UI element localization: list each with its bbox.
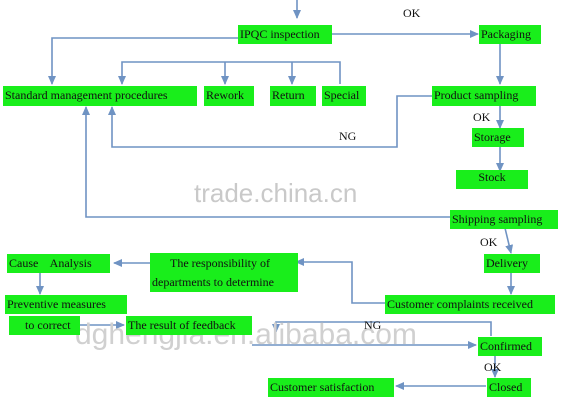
node-confirmed: Confirmed <box>478 337 542 356</box>
node-responsibility-of-departments: The responsibility of departments to det… <box>150 253 298 292</box>
node-result-of-feedback: The result of feedback <box>126 316 252 335</box>
node-preventive-to-correct: to correct <box>9 316 80 335</box>
node-packaging: Packaging <box>479 25 541 44</box>
edge-label-ok-delivery: OK <box>480 235 498 249</box>
node-shipping-sampling: Shipping sampling <box>450 210 558 229</box>
edge-label-ok-storage: OK <box>473 110 491 124</box>
arrow-ipqc-to-standard <box>48 37 238 85</box>
node-ipqc-inspection: IPQC inspection <box>238 25 332 44</box>
node-standard-management-procedures: Standard management procedures <box>3 86 197 106</box>
watermark-center: trade.china.cn <box>194 178 358 208</box>
arrow-complaints-to-responsibility <box>295 258 385 304</box>
node-responsibility-line2: departments to determine <box>152 275 274 289</box>
node-storage: Storage <box>472 128 524 147</box>
node-cause-analysis: Cause Analysis <box>7 254 110 273</box>
node-return: Return <box>270 86 316 106</box>
edge-label-ok-closed: OK <box>484 360 502 374</box>
arrow-shipping-to-standard <box>82 106 450 218</box>
node-stock: Stock <box>456 170 528 189</box>
arrow-sampling-ng-to-standard <box>108 95 432 148</box>
node-special: Special <box>322 86 366 106</box>
edge-label-ng-upper: NG <box>339 129 357 143</box>
node-customer-satisfaction: Customer satisfaction <box>268 378 394 397</box>
node-product-sampling: Product sampling <box>432 86 536 106</box>
arrow-branch-bar <box>118 61 341 85</box>
node-preventive-measures: Preventive measures <box>5 295 127 314</box>
node-delivery: Delivery <box>484 254 540 273</box>
arrow-shipping-to-delivery <box>504 227 514 254</box>
node-responsibility-line1: The responsibility of <box>170 256 270 270</box>
edge-label-ok-top: OK <box>403 6 421 20</box>
node-customer-complaints-received: Customer complaints received <box>385 295 555 314</box>
node-rework: Rework <box>204 86 254 106</box>
node-closed: Closed <box>487 378 531 397</box>
edge-label-ng-lower: NG <box>364 318 382 332</box>
arrow-confirmed-ng-to-result <box>272 321 492 336</box>
